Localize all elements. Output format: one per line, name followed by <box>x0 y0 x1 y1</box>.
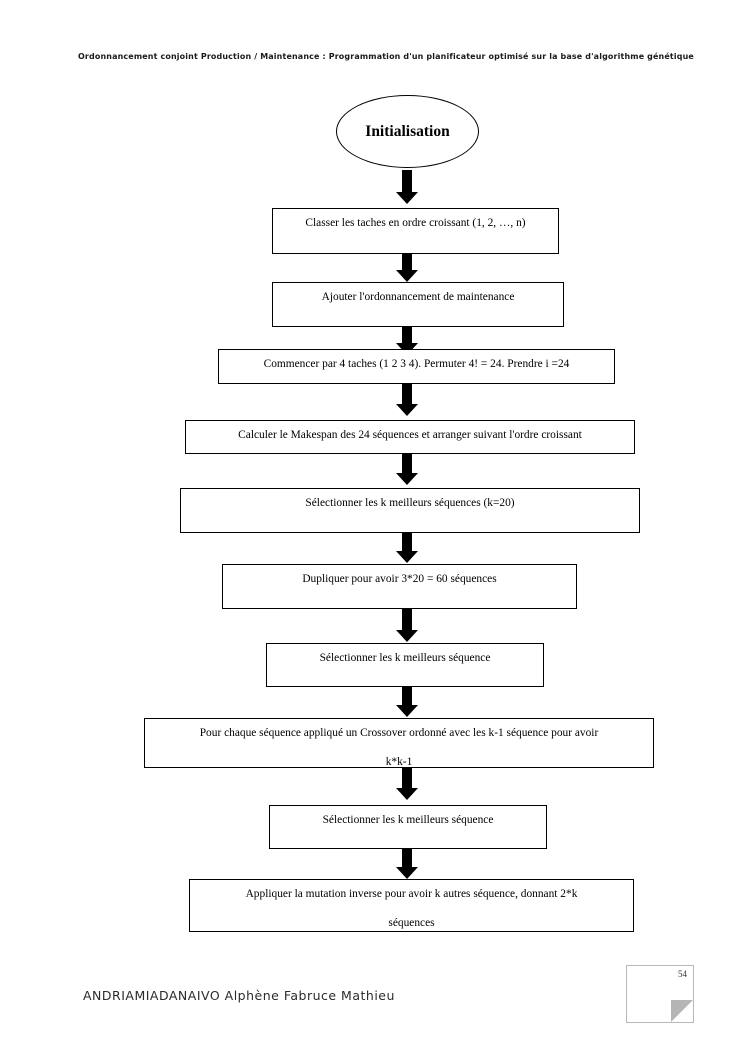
node-label: Classer les taches en ordre croissant (1… <box>305 217 526 229</box>
flowchart-node-step1: Classer les taches en ordre croissant (1… <box>272 208 559 254</box>
flowchart-arrow-step9-to-step10 <box>396 849 418 879</box>
flowchart-node-step7: Sélectionner les k meilleurs séquence <box>266 643 544 687</box>
node-label: Sélectionner les k meilleurs séquence <box>319 652 491 664</box>
node-label: Sélectionner les k meilleurs séquence <box>322 814 494 826</box>
page-number: 54 <box>678 969 687 979</box>
node-label-line1: Appliquer la mutation inverse pour avoir… <box>245 888 578 900</box>
node-label-line2: k*k-1 <box>385 756 413 769</box>
flowchart-arrow-step5-to-step6 <box>396 533 418 563</box>
flowchart-node-step5: Sélectionner les k meilleurs séquences (… <box>180 488 640 533</box>
page-corner-fold-icon <box>671 1000 693 1022</box>
node-label: Ajouter l'ordonnancement de maintenance <box>321 291 515 303</box>
flowchart-arrow-step6-to-step7 <box>396 609 418 642</box>
flowchart-node-step4: Calculer le Makespan des 24 séquences et… <box>185 420 635 454</box>
node-label: Sélectionner les k meilleurs séquences (… <box>305 497 515 509</box>
flowchart-node-step2: Ajouter l'ordonnancement de maintenance <box>272 282 564 327</box>
node-label: Commencer par 4 taches (1 2 3 4). Permut… <box>263 358 570 370</box>
flowchart-node-step3: Commencer par 4 taches (1 2 3 4). Permut… <box>218 349 615 384</box>
flowchart-node-step8: Pour chaque séquence appliqué un Crossov… <box>144 718 654 768</box>
flowchart-arrow-step1-to-step2 <box>396 254 418 282</box>
flowchart-node-step10: Appliquer la mutation inverse pour avoir… <box>189 879 634 932</box>
node-label: Calculer le Makespan des 24 séquences et… <box>238 429 582 441</box>
flowchart-arrow-step7-to-step8 <box>396 687 418 717</box>
node-label: Initialisation <box>365 122 450 140</box>
node-label-line1: Pour chaque séquence appliqué un Crossov… <box>199 727 599 739</box>
node-label: Dupliquer pour avoir 3*20 = 60 séquences <box>302 573 497 585</box>
flowchart-arrow-step8-to-step9 <box>396 768 418 800</box>
flowchart-arrow-step4-to-step5 <box>396 454 418 485</box>
flowchart-node-step6: Dupliquer pour avoir 3*20 = 60 séquences <box>222 564 577 609</box>
page-number-box: 54 <box>626 965 694 1023</box>
document-header: Ordonnancement conjoint Production / Mai… <box>78 51 694 61</box>
flowchart-node-start: Initialisation <box>336 95 479 168</box>
node-label-line2: séquences <box>388 917 435 930</box>
footer-author: ANDRIAMIADANAIVO Alphène Fabruce Mathieu <box>83 988 395 1003</box>
flowchart-node-step9: Sélectionner les k meilleurs séquence <box>269 805 547 849</box>
flowchart-arrow-step3-to-step4 <box>396 384 418 416</box>
flowchart-arrow-start-to-step1 <box>396 170 418 204</box>
